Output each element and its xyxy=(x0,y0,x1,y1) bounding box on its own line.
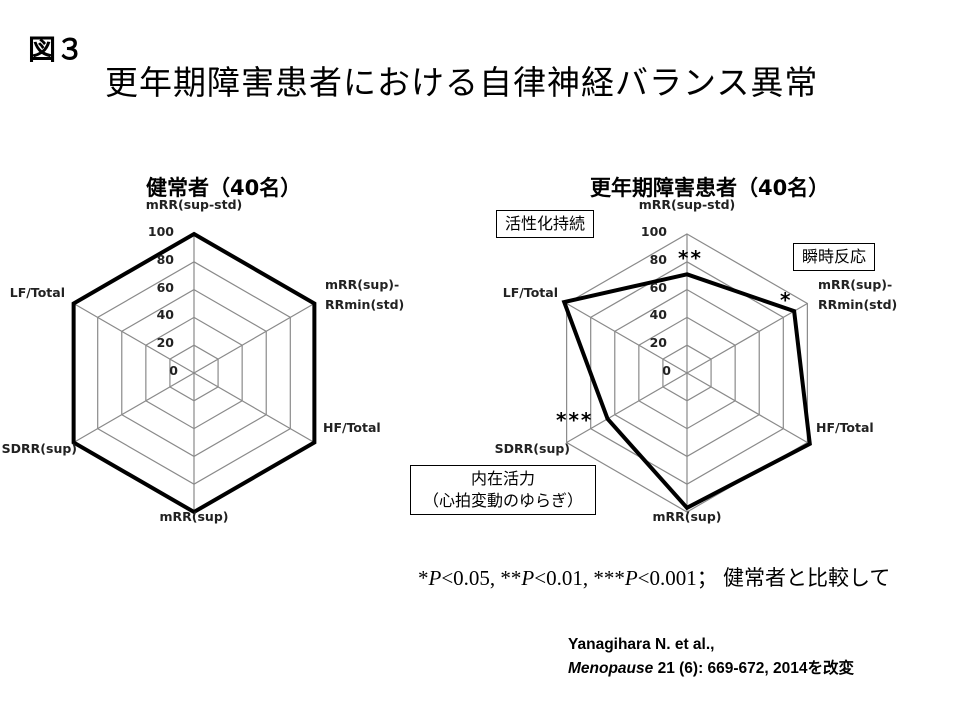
significance-mark-sdrr: *** xyxy=(556,408,594,432)
axis-label: mRR(sup) xyxy=(159,509,229,524)
citation-details: 21 (6): 669-672, 2014を改変 xyxy=(653,660,855,677)
citation: Yanagihara N. et al., Menopause 21 (6): … xyxy=(568,633,854,681)
tick-label: 20 xyxy=(649,335,667,351)
axis-spoke xyxy=(686,302,808,374)
annotation-sustained-activation: 活性化持続 xyxy=(496,210,595,238)
significance-mark-mrr-sup-rrmin: * xyxy=(780,288,793,312)
tick-label: 80 xyxy=(649,251,667,267)
axis-label: SDRR(sup) xyxy=(494,441,570,456)
chart-title-patients: 更年期障害患者（40名） xyxy=(590,176,830,200)
axis-label: mRR(sup-std) xyxy=(145,197,243,212)
figure-label: 図３ xyxy=(28,33,85,66)
tick-label: 100 xyxy=(640,224,667,239)
footnote-text: P xyxy=(521,566,535,590)
axis-spoke xyxy=(686,372,808,444)
axis-label: SDRR(sup) xyxy=(1,441,77,456)
axis-spoke xyxy=(566,372,688,444)
footnote-text: P xyxy=(428,566,442,590)
axis-label: LF/Total xyxy=(502,285,558,300)
footnote-text: <0.01, xyxy=(534,566,594,590)
axis-label: mRR(sup-std) xyxy=(638,197,736,212)
annotation-line: （心拍変動のゆらぎ） xyxy=(422,491,583,510)
citation-journal: Menopause xyxy=(568,660,654,677)
radar-chart-healthy xyxy=(71,231,317,515)
footnote-text: P xyxy=(624,566,638,590)
axis-label: mRR(sup)-RRmin(std) xyxy=(818,277,898,312)
annotation-instant-response: 瞬時反応 xyxy=(793,243,876,271)
significance-mark-mrr-sup-std: ** xyxy=(678,246,703,270)
page-title: 更年期障害患者における自律神経バランス異常 xyxy=(105,63,819,102)
radar-chart-patients xyxy=(561,233,812,513)
tick-label: 60 xyxy=(649,279,667,295)
footnote-text: *** xyxy=(593,566,625,590)
axis-spoke xyxy=(193,302,315,374)
tick-label: 0 xyxy=(169,363,178,378)
axis-spoke xyxy=(566,302,688,374)
footnote-text: ** xyxy=(500,566,522,590)
axis-spoke xyxy=(73,302,195,374)
citation-authors: Yanagihara N. et al., xyxy=(568,636,715,653)
significance-footnote: *P<0.05, **P<0.01, ***P<0.001； 健常者と比較して xyxy=(418,562,890,592)
axis-label: HF/Total xyxy=(323,420,381,435)
data-series xyxy=(561,272,812,511)
axis-spoke xyxy=(193,372,315,444)
axis-label: LF/Total xyxy=(9,285,65,300)
tick-label: 40 xyxy=(156,307,174,323)
footnote-text: <0.05, xyxy=(441,566,501,590)
footnote-text: * xyxy=(418,566,429,590)
annotation-intrinsic-vitality: 内在活力 （心拍変動のゆらぎ） xyxy=(410,465,596,515)
axis-spoke xyxy=(73,372,195,444)
chart-title-healthy: 健常者（40名） xyxy=(146,176,302,200)
tick-label: 80 xyxy=(156,251,174,267)
tick-label: 40 xyxy=(649,307,667,323)
tick-label: 60 xyxy=(156,279,174,295)
data-series xyxy=(71,231,317,515)
tick-label: 20 xyxy=(156,335,174,351)
axis-label: HF/Total xyxy=(816,420,874,435)
tick-label: 100 xyxy=(147,224,174,239)
axis-label: mRR(sup) xyxy=(652,509,722,524)
tick-label: 0 xyxy=(662,363,671,378)
axis-label: mRR(sup)-RRmin(std) xyxy=(325,277,405,312)
footnote-text: 健常者と比較して xyxy=(717,566,891,590)
annotation-line: 内在活力 xyxy=(470,469,535,488)
footnote-text: <0.001； xyxy=(637,566,718,590)
